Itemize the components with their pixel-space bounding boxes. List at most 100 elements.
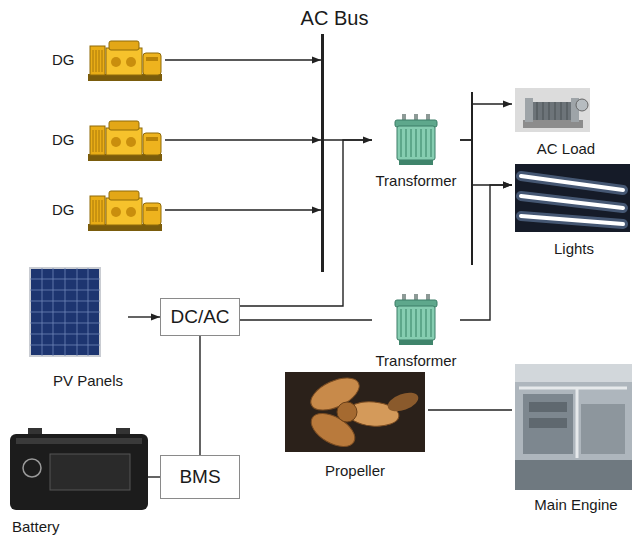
battery-picture [50, 454, 130, 490]
winch-picture [543, 102, 544, 120]
engine-room-picture [519, 388, 627, 458]
propeller-picture [285, 371, 425, 453]
lights-node: Lights [512, 162, 630, 258]
engine-room-picture [529, 418, 567, 428]
node-label: DG [52, 201, 75, 219]
connector [460, 185, 512, 320]
converter-box: DC/AC [160, 298, 240, 336]
winch-picture [525, 98, 533, 122]
node-label: BMS [179, 466, 220, 489]
pv-node: PV Panels [24, 265, 128, 390]
bms-box: BMS [160, 455, 240, 499]
winch-picture [537, 102, 538, 120]
battery-picture [10, 428, 148, 510]
winch-picture [515, 88, 590, 132]
lights-picture [521, 176, 623, 190]
generator-picture [88, 191, 162, 231]
propeller-node: Propeller [282, 370, 428, 480]
pv-panel-picture [30, 268, 100, 356]
connector [460, 140, 512, 185]
node-label: PV Panels [53, 372, 123, 390]
transformer-node: Transformer [372, 112, 460, 190]
node-label: Transformer [375, 172, 456, 190]
engine-node: Main Engine [512, 362, 632, 514]
connector [128, 316, 160, 317]
connector [165, 59, 321, 60]
node-label: AC Load [537, 140, 595, 158]
connector [428, 409, 512, 410]
pv-panel-picture [30, 334, 100, 335]
lights-picture [521, 216, 623, 224]
battery-picture [10, 434, 148, 510]
generator-node: DG [40, 185, 165, 235]
engine-room-picture [515, 364, 632, 382]
engine-room-picture [519, 387, 627, 390]
lights-picture [521, 216, 623, 224]
lights-picture [521, 176, 623, 224]
pv-panel-picture [30, 345, 100, 346]
winch-picture [537, 102, 567, 120]
engine-room-picture [529, 402, 567, 412]
node-label: Battery [12, 518, 60, 536]
engine-room-picture [515, 460, 632, 490]
winch-picture [561, 102, 562, 120]
pv-panel-picture [30, 290, 100, 291]
generator-picture [88, 121, 162, 161]
transformer-picture [395, 114, 437, 165]
node-label: DC/AC [170, 306, 229, 329]
connector [240, 319, 372, 320]
generator-picture [88, 41, 162, 81]
bus-bar: AC Bus [321, 34, 324, 272]
pv-panel-picture [30, 268, 100, 356]
pv-panel-picture [30, 279, 100, 280]
connector [240, 140, 372, 306]
lights-picture [521, 196, 623, 208]
winch-picture [533, 102, 571, 120]
winch-picture [555, 102, 556, 120]
engine-room-picture [576, 388, 579, 458]
transformer-node: Transformer [372, 292, 460, 370]
connector [148, 476, 160, 477]
connector [165, 139, 321, 140]
load-node: AC Load [512, 86, 612, 158]
winch-picture [567, 102, 568, 120]
winch-picture [576, 99, 588, 111]
engine-room-picture [581, 404, 625, 454]
lights-picture [521, 176, 623, 224]
node-label: DG [52, 51, 75, 69]
winch-picture [549, 102, 550, 120]
node-label: AC Bus [301, 6, 369, 30]
engine-room-picture [515, 364, 632, 490]
lights-picture [515, 164, 630, 232]
node-label: Transformer [375, 352, 456, 370]
engine-room-picture [523, 394, 573, 454]
lights-picture [521, 176, 623, 190]
connector [199, 336, 200, 455]
pv-panel-picture [30, 312, 100, 313]
propeller-picture [337, 402, 357, 422]
generator-node: DG [40, 35, 165, 85]
node-label: DG [52, 131, 75, 149]
generator-node: DG [40, 115, 165, 165]
pv-panel-picture [30, 323, 100, 324]
transformer-picture [395, 294, 437, 345]
pv-panel-picture [30, 268, 100, 356]
propeller-picture [385, 389, 421, 415]
connector [460, 104, 512, 140]
engine-room-picture [515, 364, 632, 490]
connector [165, 209, 321, 210]
battery-picture [16, 438, 142, 444]
node-label: Propeller [325, 462, 385, 480]
battery-node: Battery [8, 428, 148, 536]
winch-picture [515, 88, 590, 132]
node-label: Main Engine [534, 496, 617, 514]
lights-picture [515, 164, 630, 232]
lights-picture [521, 196, 623, 208]
pv-panel-picture [30, 301, 100, 302]
node-label: Lights [554, 240, 594, 258]
battery-picture [23, 459, 41, 477]
